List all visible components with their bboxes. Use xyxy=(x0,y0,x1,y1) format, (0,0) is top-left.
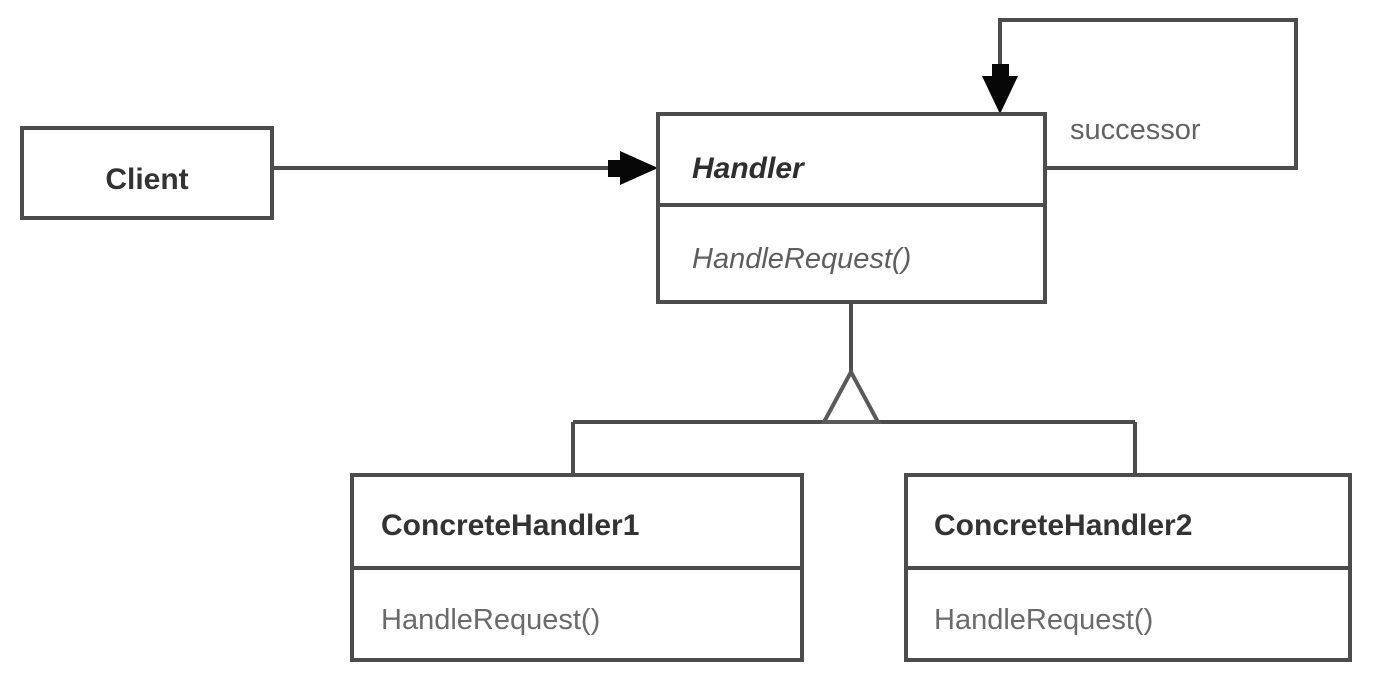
association-handler-successor xyxy=(982,18,1298,170)
concrete-handler-1-class-name: ConcreteHandler1 xyxy=(381,509,639,542)
client-box-frame xyxy=(20,126,274,220)
filled-arrowhead-icon xyxy=(620,151,658,185)
successor-loop-path xyxy=(998,18,1298,170)
hollow-triangle-icon xyxy=(820,367,882,424)
handler-box-frame xyxy=(656,112,1047,304)
class-box-concrete-handler-1[interactable]: ConcreteHandler1 HandleRequest() xyxy=(350,473,804,662)
arrow-tail-notch xyxy=(608,160,624,177)
association-client-handler xyxy=(272,151,658,185)
successor-role-label: successor xyxy=(1070,114,1201,146)
concrete-handler-2-class-name: ConcreteHandler2 xyxy=(934,509,1192,542)
generalization-tree xyxy=(571,302,1137,477)
client-class-name: Client xyxy=(105,163,188,196)
class-box-handler[interactable]: Handler HandleRequest() xyxy=(656,112,1047,304)
class-box-client[interactable]: Client xyxy=(20,126,274,220)
arrow-tail-notch xyxy=(992,64,1009,80)
handler-operation-1: HandleRequest() xyxy=(692,243,911,275)
concrete-handler-1-operation-1: HandleRequest() xyxy=(381,604,600,636)
concrete-handler-2-operation-1: HandleRequest() xyxy=(934,604,1153,636)
class-box-concrete-handler-2[interactable]: ConcreteHandler2 HandleRequest() xyxy=(904,473,1352,662)
handler-class-name: Handler xyxy=(692,152,806,185)
filled-arrowhead-icon xyxy=(982,76,1018,114)
